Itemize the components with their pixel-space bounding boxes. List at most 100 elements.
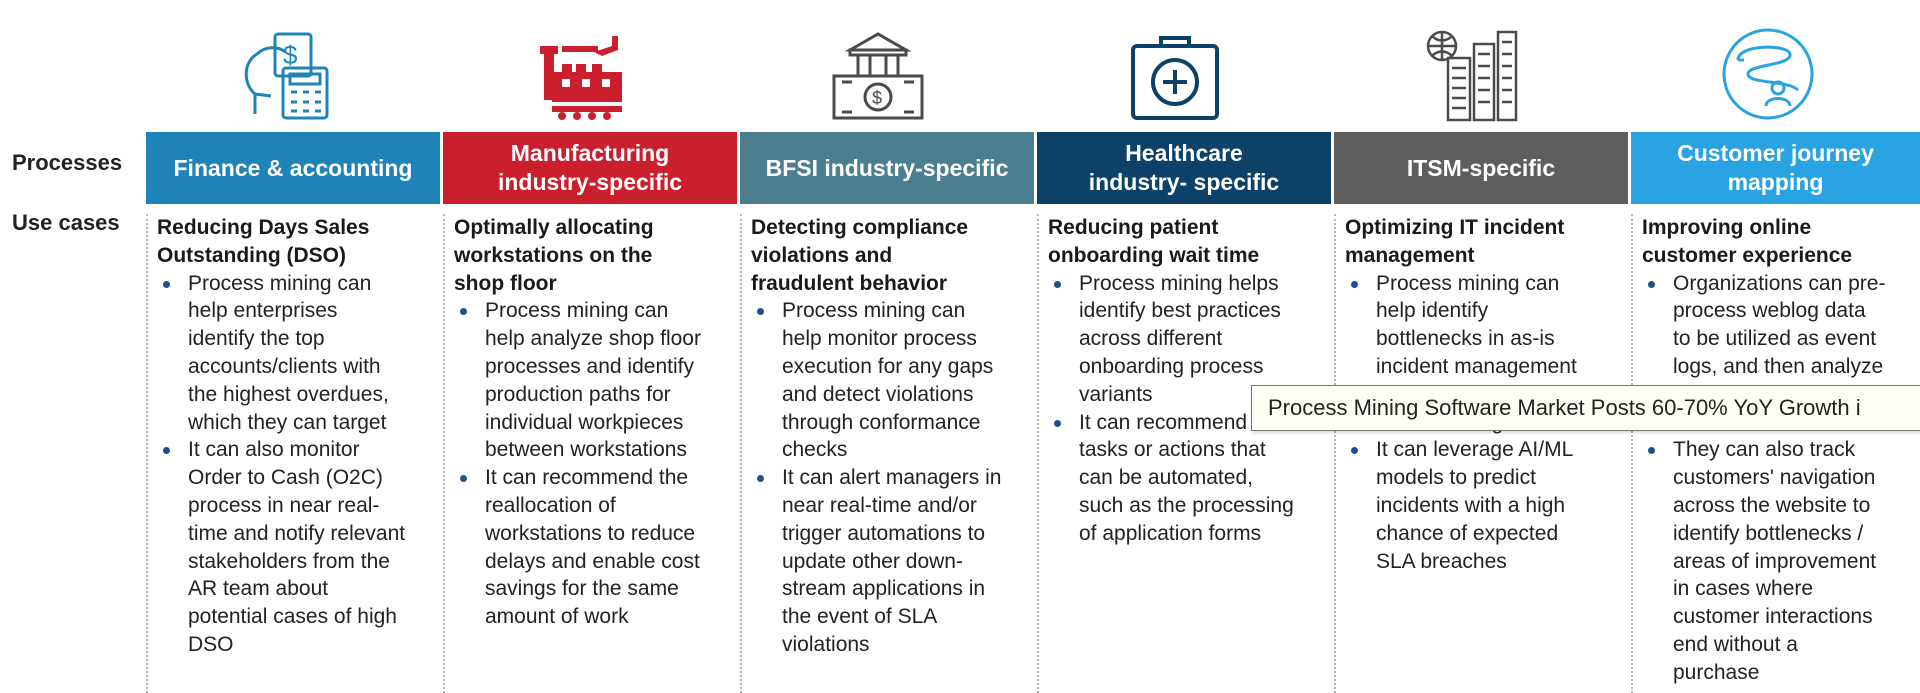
text-line: It can alert managers in <box>782 466 1002 490</box>
title-line: Optimizing IT incident <box>1345 216 1565 239</box>
bullet-item: It can alert managers in near real-time … <box>751 464 1029 659</box>
text-line: across different <box>1079 327 1223 351</box>
text-line: customers' navigation <box>1673 466 1876 490</box>
text-line: in cases where <box>1673 577 1814 601</box>
processes-row-label: Processes <box>12 150 123 175</box>
header-line: ITSM-specific <box>1406 154 1556 181</box>
bullet-dot <box>1351 447 1358 455</box>
bullet-dot <box>1054 280 1061 288</box>
text-line: models to predict <box>1376 466 1536 490</box>
use-case-finance: Reducing Days Sales Outstanding (DSO) Pr… <box>146 214 443 693</box>
text-line: accounts/clients with <box>188 354 381 378</box>
text-line: bottlenecks in as-is <box>1376 327 1555 351</box>
text-line: and detect violations <box>782 382 974 406</box>
text-line: delays and enable cost <box>485 549 700 573</box>
text-line: reallocation of <box>485 493 616 517</box>
text-line: logs, and then analyze <box>1673 354 1884 378</box>
use-case-title: Optimally allocating workstations on the… <box>454 214 732 297</box>
bullet-dot <box>757 308 764 316</box>
medical-kit-icon <box>1125 24 1225 124</box>
bullet-item: It can also monitor Order to Cash (O2C) … <box>157 436 435 658</box>
text-line: DSO <box>188 632 234 656</box>
header-line: Healthcare <box>1125 140 1243 166</box>
header-line: industry-specific <box>497 169 683 195</box>
title-line: Optimally allocating <box>454 216 654 239</box>
bullet-item: It can recommend the reallocation of wor… <box>454 464 732 631</box>
bullet-item: Process mining can help monitor process … <box>751 297 1029 464</box>
bullet-item: Organizations can pre- process weblog da… <box>1642 270 1912 437</box>
text-line: trigger automations to <box>782 521 986 545</box>
text-line: process in near real- <box>188 493 380 517</box>
text-line: the highest overdues, <box>188 382 389 406</box>
column-divider <box>740 214 742 693</box>
use-cases-row-label: Use cases <box>12 210 120 235</box>
bullet-dot <box>1648 447 1655 455</box>
text-line: It can recommend <box>1079 410 1248 434</box>
text-line: production paths for <box>485 382 671 406</box>
text-line: identify bottlenecks / <box>1673 521 1864 545</box>
header-line: mapping <box>1727 169 1824 195</box>
use-case-bfsi: Detecting compliance violations and frau… <box>740 214 1037 693</box>
text-line: Process mining can <box>782 299 966 323</box>
text-line: violations <box>782 632 870 656</box>
text-line: checks <box>782 438 848 462</box>
text-line: help enterprises <box>188 299 338 323</box>
text-line: such as the processing <box>1079 493 1294 517</box>
bullet-item: It can recommend tasks or actions that c… <box>1048 409 1326 548</box>
bullet-dot <box>163 447 170 455</box>
factory-icon <box>532 24 632 124</box>
text-line: the event of SLA <box>782 605 938 629</box>
use-case-title: Reducing patient onboarding wait time <box>1048 214 1326 270</box>
use-case-title: Improving online customer experience <box>1642 214 1912 270</box>
process-header-bfsi: BFSI industry-specific <box>740 132 1034 204</box>
use-case-customer-journey: Improving online customer experience Org… <box>1631 214 1920 693</box>
text-line: across the website to <box>1673 493 1871 517</box>
text-line: customer interactions <box>1673 605 1873 629</box>
title-line: customer experience <box>1642 243 1853 267</box>
text-line: through conformance <box>782 410 981 434</box>
text-line: near real-time and/or <box>782 493 977 517</box>
use-case-manufacturing: Optimally allocating workstations on the… <box>443 214 740 693</box>
svg-text:$: $ <box>283 40 298 70</box>
bullet-item: Process mining can help analyze shop flo… <box>454 297 732 464</box>
text-line: individual workpieces <box>485 410 684 434</box>
text-line: help identify <box>1376 299 1489 323</box>
text-line: Process mining can <box>485 299 669 323</box>
text-line: savings for the same <box>485 577 679 601</box>
text-line: incident management <box>1376 354 1577 378</box>
text-line: between workstations <box>485 438 687 462</box>
text-line: identify the top <box>188 327 325 351</box>
text-line: It can recommend the <box>485 466 689 490</box>
text-line: AR team about <box>188 577 329 601</box>
text-line: which they can target <box>188 410 387 434</box>
header-line: Customer journey <box>1677 140 1874 166</box>
process-header-healthcare: Healthcare industry- specific <box>1037 132 1331 204</box>
text-line: help monitor process <box>782 327 977 351</box>
header-line: BFSI industry-specific <box>765 154 1009 181</box>
header-line: Finance & accounting <box>173 154 413 181</box>
title-line: Detecting compliance <box>751 216 969 239</box>
text-line: identify best practices <box>1079 299 1281 323</box>
text-line: It can leverage AI/ML <box>1376 438 1574 462</box>
title-line: Outstanding (DSO) <box>157 243 346 267</box>
text-line: Organizations can pre- <box>1673 271 1886 295</box>
text-line: execution for any gaps <box>782 354 994 378</box>
text-line: incidents with a high <box>1376 493 1566 517</box>
text-line: areas of improvement <box>1673 549 1877 573</box>
bullet-dot <box>163 280 170 288</box>
title-line: management <box>1345 243 1475 267</box>
title-line: Improving online <box>1642 216 1812 239</box>
text-line: help analyze shop floor <box>485 327 701 351</box>
use-case-healthcare: Reducing patient onboarding wait time Pr… <box>1037 214 1334 693</box>
text-line: workstations to reduce <box>485 521 696 545</box>
bullet-dot <box>1648 280 1655 288</box>
svg-text:$: $ <box>872 88 882 108</box>
bullet-dot <box>1351 280 1358 288</box>
text-line: chance of expected <box>1376 521 1559 545</box>
accounting-calculator-icon: $ <box>235 24 335 124</box>
customer-journey-icon <box>1718 24 1818 124</box>
column-divider <box>146 214 148 693</box>
header-line: industry- specific <box>1088 169 1280 195</box>
title-line: violations and <box>751 243 893 267</box>
bullet-item: They can also track customers' navigatio… <box>1642 436 1912 686</box>
